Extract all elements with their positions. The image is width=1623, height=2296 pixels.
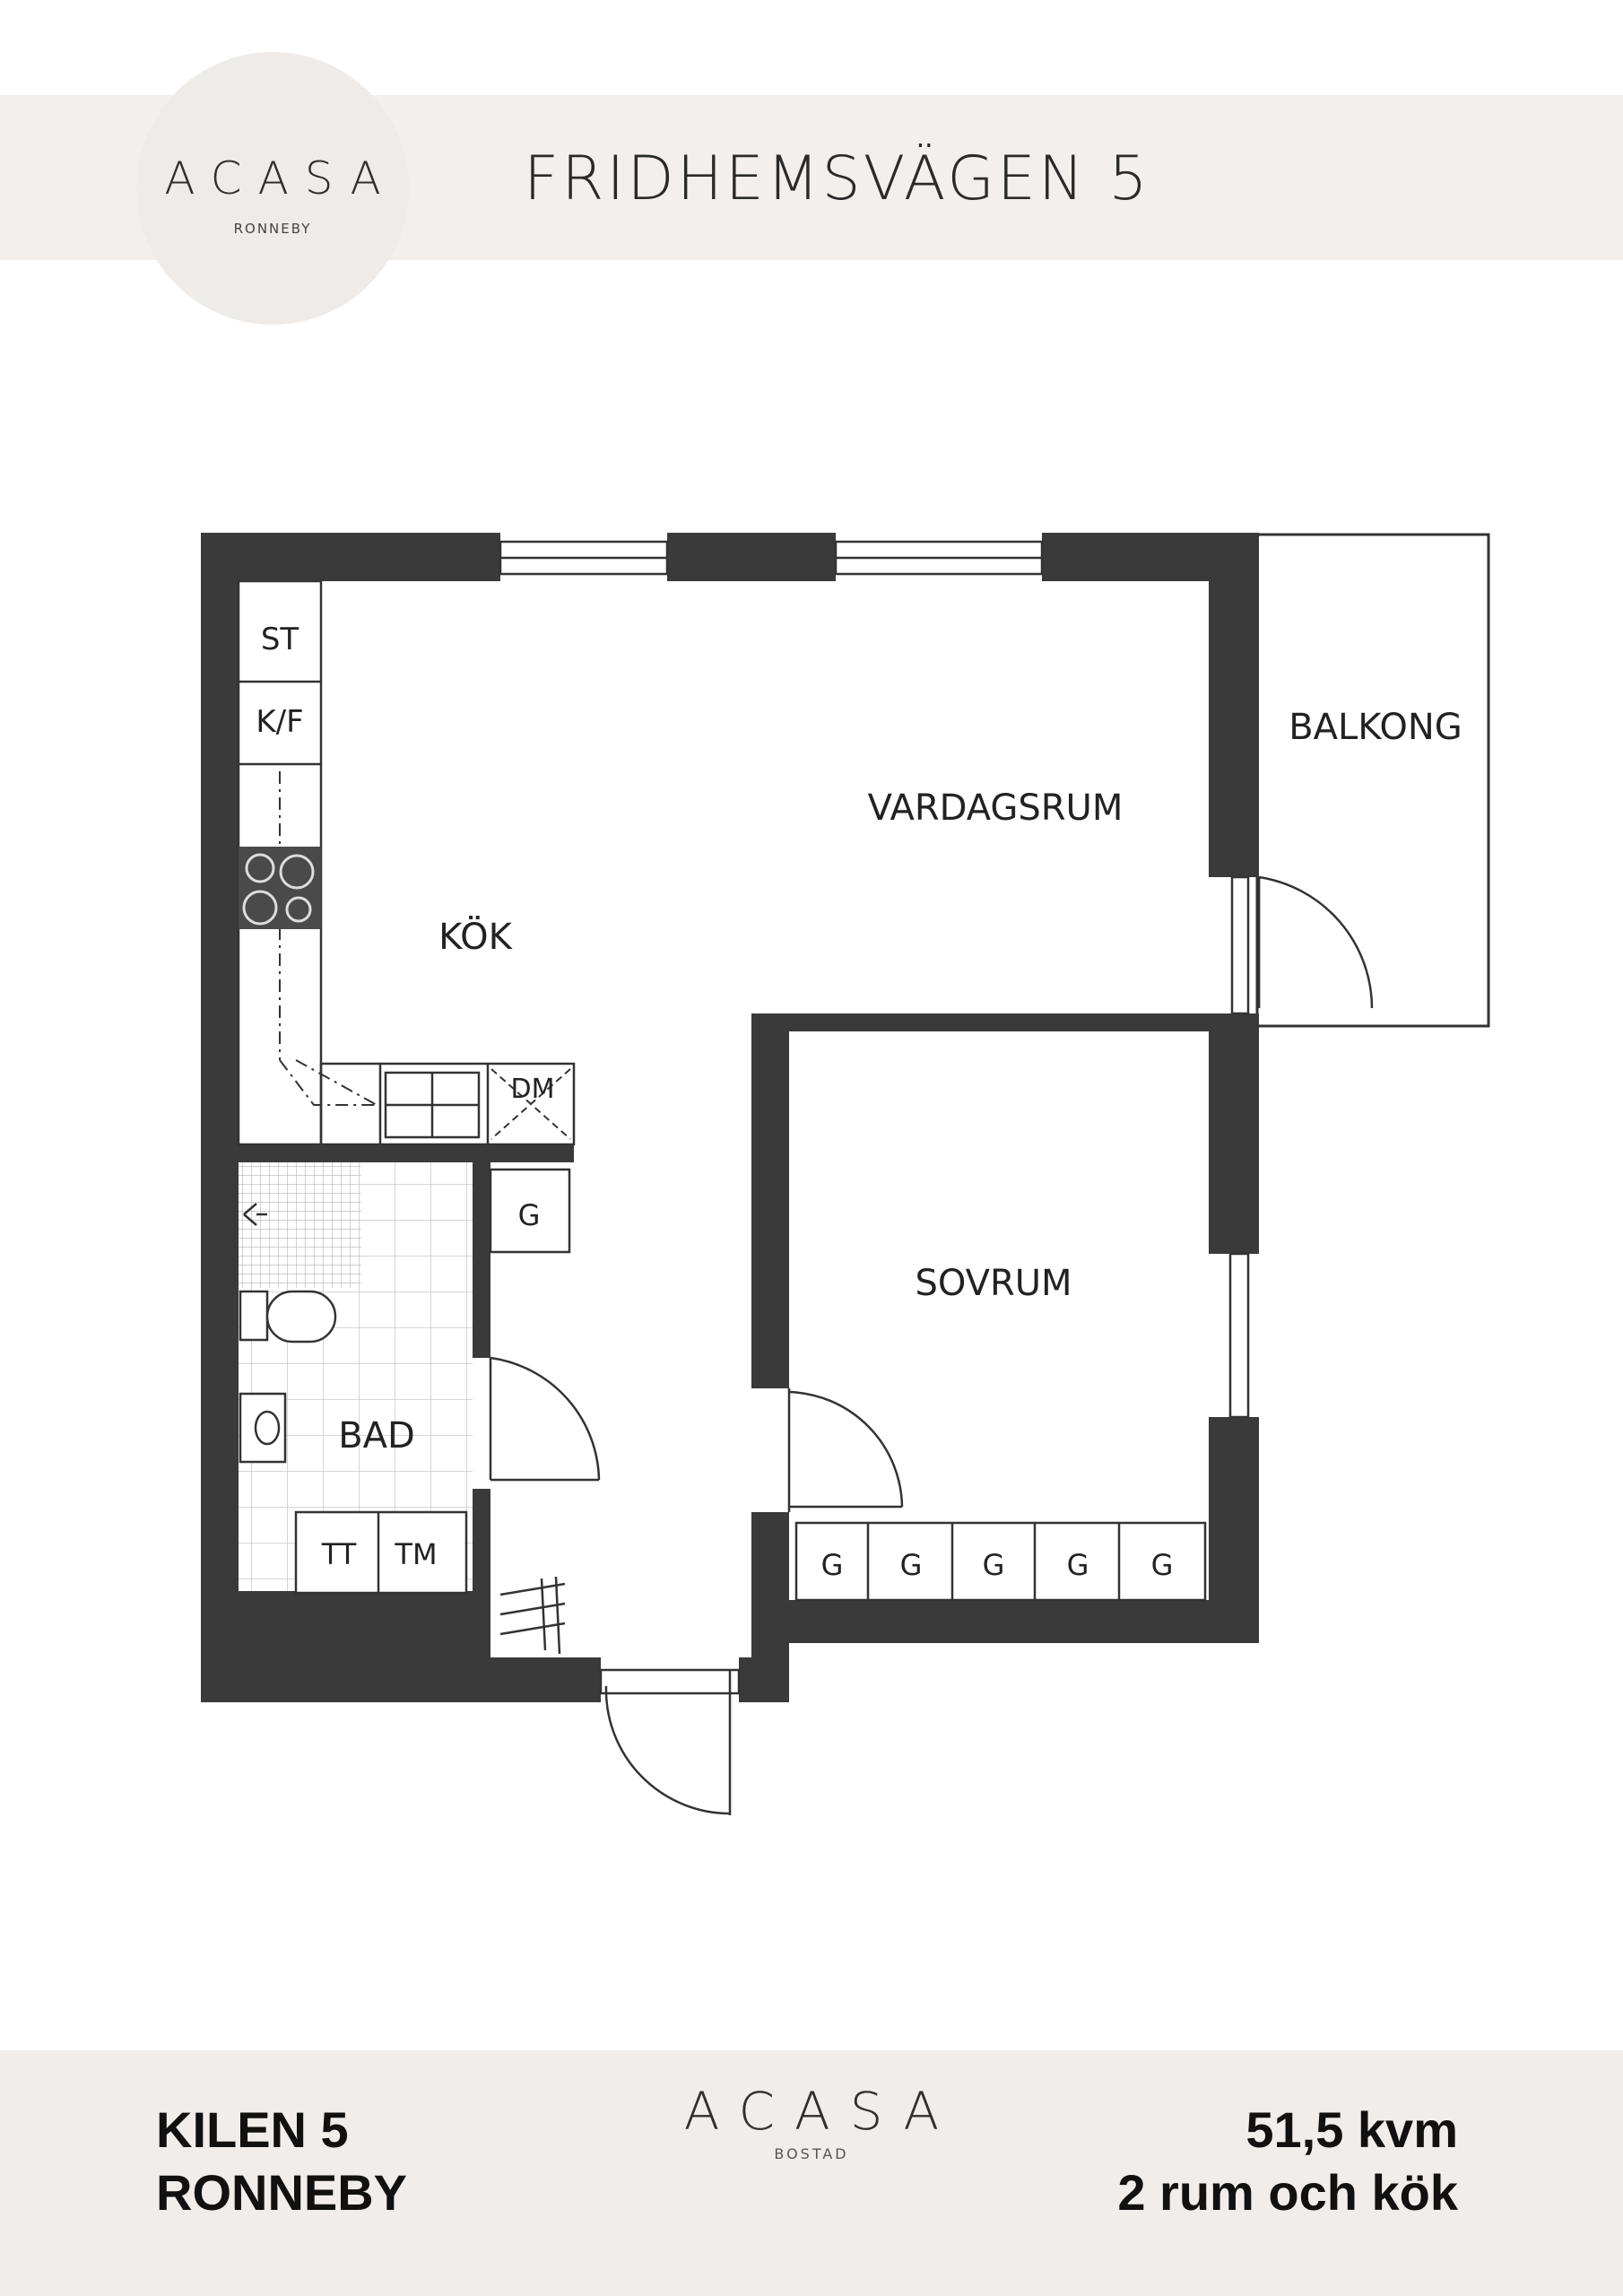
footer-property: KILEN 5 RONNEBY (156, 2099, 407, 2224)
footer-property-city: RONNEBY (156, 2164, 408, 2221)
room-label-balcony: BALKONG (1289, 707, 1462, 748)
fixture-label-kf: K/F (256, 704, 303, 740)
windows (499, 540, 1250, 1419)
bedroom-wardrobes (794, 1521, 1207, 1602)
fixture-label-tm: TM (394, 1537, 437, 1571)
floor-plan: KÖK VARDAGSRUM BALKONG SOVRUM BAD ST K/F… (201, 533, 1490, 1815)
walls (201, 533, 1259, 1702)
footer-logo-subtitle: BOSTAD (774, 2145, 849, 2162)
wardrobe-label: G (1067, 1548, 1089, 1582)
wardrobe-label: G (983, 1548, 1005, 1582)
wardrobe-label: G (900, 1548, 923, 1582)
logo-subtitle: RONNEBY (233, 221, 312, 237)
balcony-outline (1255, 533, 1490, 1028)
shower-area (238, 1162, 361, 1288)
footer-logo: ACASA BOSTAD (632, 2081, 991, 2162)
acasa-logo-circle: ACASA RONNEBY (136, 52, 409, 325)
fixture-label-g-hall: G (518, 1198, 541, 1232)
fixture-label-st: ST (261, 622, 299, 657)
fixture-label-tt: TT (321, 1537, 357, 1571)
page-title: FRIDHEMSVÄGEN 5 (524, 144, 1150, 214)
footer-area: 51,5 kvm (1245, 2101, 1458, 2158)
footer-property-name: KILEN 5 (156, 2101, 349, 2158)
wardrobe-label: G (821, 1548, 844, 1582)
coat-rack (499, 1576, 566, 1655)
footer-band (0, 2050, 1623, 2296)
logo-wordmark: ACASA (164, 152, 397, 204)
footer-size-info: 51,5 kvm 2 rum och kök (1117, 2099, 1458, 2224)
bathroom-fixtures (239, 1203, 468, 1595)
footer-logo-wordmark: ACASA (683, 2081, 959, 2142)
doors (489, 875, 1374, 1815)
hall-wardrobe (489, 1168, 571, 1254)
room-label-bathroom: BAD (338, 1415, 415, 1457)
dishwasher-icon (490, 1068, 571, 1140)
fixture-label-dm: DM (511, 1074, 555, 1105)
room-label-kitchen: KÖK (438, 915, 514, 958)
wardrobe-label: G (1151, 1548, 1174, 1582)
room-label-bedroom: SOVRUM (915, 1263, 1072, 1304)
kitchen-sink-icon (384, 1071, 481, 1139)
room-label-living: VARDAGSRUM (868, 787, 1124, 829)
footer-rooms: 2 rum och kök (1117, 2164, 1458, 2221)
stove-icon (239, 847, 321, 929)
